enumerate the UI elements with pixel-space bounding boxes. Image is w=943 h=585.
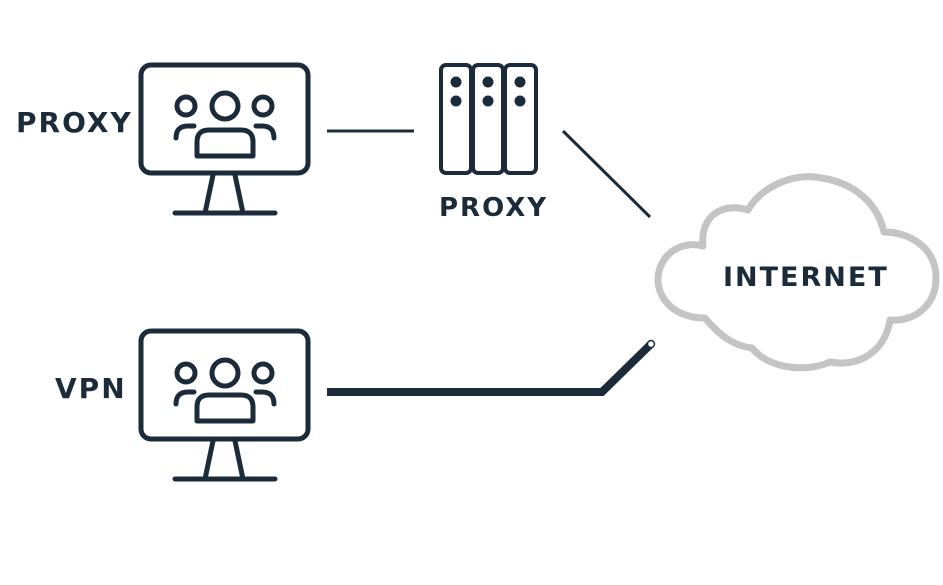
- internet-label: INTERNET: [723, 262, 889, 293]
- vpn-tunnel-connection: [327, 341, 654, 396]
- vpn-client-label: VPN: [55, 372, 127, 405]
- proxy-client-monitor-icon: [138, 62, 311, 216]
- proxy-server-label: PROXY: [439, 193, 548, 223]
- internet-cloud-icon: [654, 173, 940, 372]
- vpn-tunnel-endpoint: [646, 339, 656, 349]
- proxy-server-icon: [439, 63, 538, 175]
- proxy-client-label: PROXY: [16, 106, 133, 139]
- proxy-server-connection: [561, 129, 652, 219]
- vpn-client-monitor-icon: [138, 328, 311, 482]
